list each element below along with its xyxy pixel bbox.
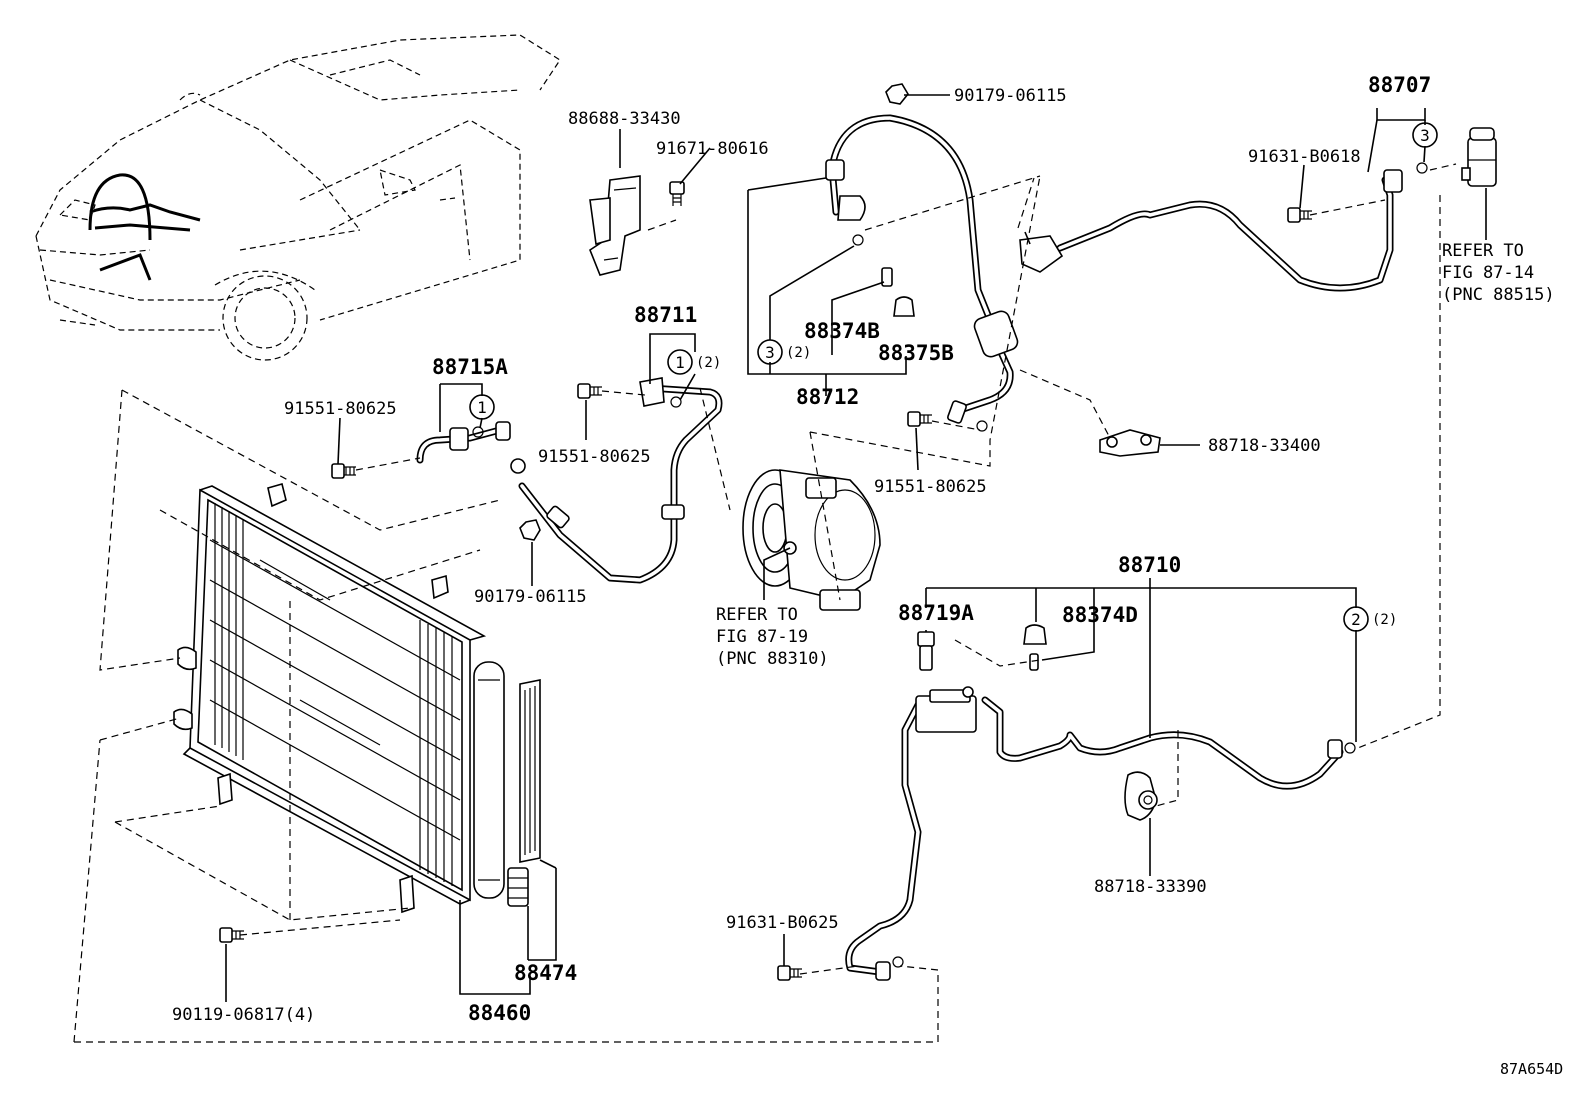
- label-88460: 88460: [468, 1001, 531, 1025]
- callout-3-top: 3: [1412, 122, 1438, 148]
- part-labels: 88688-33430 91671-80616 90179-06115 8870…: [172, 73, 1563, 1078]
- ref-fig-87-19-line3: (PNC 88310): [716, 649, 829, 669]
- label-88719A: 88719A: [898, 601, 974, 625]
- callout-1-left: 1: [469, 394, 495, 420]
- o-rings: [472, 162, 1428, 968]
- bolt-91631-B0618: [1287, 207, 1312, 223]
- label-88718-33400: 88718-33400: [1208, 436, 1321, 456]
- bolt-91631-B0625: [777, 965, 802, 981]
- label-90179-06115-top: 90179-06115: [954, 86, 1067, 106]
- cap-88374D-top: [1023, 624, 1047, 645]
- callout-3-top-number: 3: [1420, 126, 1430, 145]
- label-88688-33430: 88688-33430: [568, 109, 681, 129]
- label-91671-80616: 91671-80616: [656, 139, 769, 159]
- callout-1-left-number: 1: [477, 398, 487, 417]
- desiccant-element: [519, 679, 541, 863]
- ref-fig-87-14-line1: REFER TO: [1442, 241, 1524, 261]
- bolt-91671-80616: [669, 181, 685, 206]
- valve-88374D: [1029, 653, 1039, 671]
- callout-2-number: 2: [1351, 610, 1361, 629]
- pressure-switch-88719A: [917, 631, 935, 671]
- bracket-88688-33430: [589, 175, 641, 276]
- label-88718-33390: 88718-33390: [1094, 877, 1207, 897]
- clamp-88718-33390: [1124, 771, 1158, 821]
- callout-2: 2 (2): [1343, 606, 1397, 632]
- figure-id: 87A654D: [1500, 1060, 1563, 1078]
- cap-88375B: [893, 296, 915, 317]
- callout-3-mid-number: 3: [765, 343, 775, 362]
- label-88715A: 88715A: [432, 355, 508, 379]
- label-88712: 88712: [796, 385, 859, 409]
- nut-90179-top: [885, 83, 909, 105]
- expansion-valve: [1461, 127, 1497, 187]
- dashed-guide-lines: [73, 163, 1457, 1043]
- label-88710: 88710: [1118, 553, 1181, 577]
- label-88374B: 88374B: [804, 319, 880, 343]
- label-88374D: 88374D: [1062, 603, 1138, 627]
- ref-fig-87-14-line3: (PNC 88515): [1442, 285, 1555, 305]
- label-90179-06115-mid: 90179-06115: [474, 587, 587, 607]
- tube-88707: [1019, 169, 1403, 292]
- label-91631-B0625: 91631-B0625: [726, 913, 839, 933]
- label-88711: 88711: [634, 303, 697, 327]
- condenser-assembly: [173, 483, 487, 914]
- label-91631-B0618: 91631-B0618: [1248, 147, 1361, 167]
- compressor: [742, 469, 881, 611]
- leader-lines: [225, 94, 1487, 1002]
- callout-2-qty: (2): [1372, 612, 1397, 628]
- liquid-tube-88710: [845, 686, 1344, 981]
- tube-88715A: [416, 421, 511, 464]
- label-91551-80625-left: 91551-80625: [284, 399, 397, 419]
- valve-88374B: [881, 267, 893, 287]
- label-91551-80625-right: 91551-80625: [874, 477, 987, 497]
- ref-fig-87-19-line2: FIG 87-19: [716, 627, 808, 647]
- callout-3-mid: 3 (2): [757, 339, 811, 365]
- label-91551-80625-mid: 91551-80625: [538, 447, 651, 467]
- receiver-plug: [507, 867, 529, 907]
- discharge-tube-88711: [510, 377, 723, 584]
- ref-fig-87-19-line1: REFER TO: [716, 605, 798, 625]
- callout-3-mid-qty: (2): [786, 345, 811, 361]
- condenser-fins: [209, 503, 461, 886]
- label-88375B: 88375B: [878, 341, 954, 365]
- bolt-91551-left: [331, 463, 356, 479]
- bolt-91551-mid: [577, 383, 602, 399]
- vehicle-sketch: [35, 34, 561, 361]
- callout-1-top: 1 (2): [667, 349, 721, 375]
- label-88707: 88707: [1368, 73, 1431, 97]
- nut-90179-mid: [519, 519, 541, 541]
- callout-1-top-qty: (2): [696, 355, 721, 371]
- callout-1-top-number: 1: [675, 353, 685, 372]
- label-88474: 88474: [514, 961, 577, 985]
- ref-fig-87-14-line2: FIG 87-14: [1442, 263, 1534, 283]
- clamp-88718-33400: [1099, 429, 1161, 457]
- receiver-drier: [473, 661, 505, 899]
- bolt-90119-06817: [219, 927, 244, 943]
- suction-hose-88712: [825, 114, 1019, 424]
- label-90119-06817: 90119-06817(4): [172, 1005, 315, 1025]
- bolt-91551-right: [907, 411, 932, 427]
